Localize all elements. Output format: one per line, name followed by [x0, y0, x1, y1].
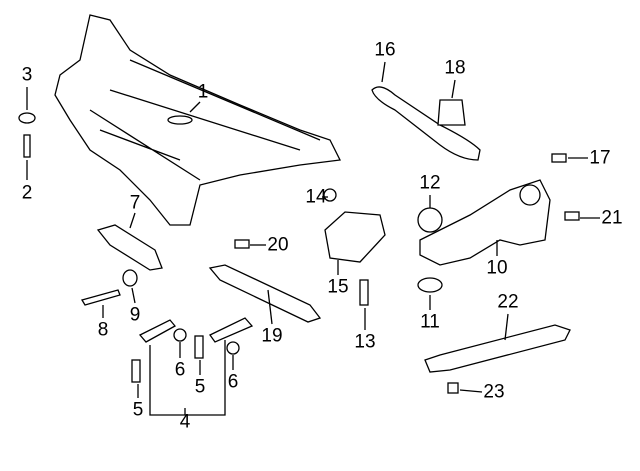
callout-13: 13 [354, 331, 376, 353]
callout-6a: 6 [174, 359, 186, 381]
leader-lines [26, 61, 600, 416]
seat-part [417, 277, 443, 293]
callout-15: 15 [327, 276, 349, 298]
bracket-right-part [209, 317, 254, 343]
callout-5b: 5 [194, 376, 206, 398]
bump-stop-part [437, 99, 466, 126]
callout-20: 20 [267, 234, 289, 256]
callout-11: 11 [420, 311, 440, 333]
callout-12: 12 [419, 172, 441, 194]
callout-7: 7 [129, 192, 141, 214]
crossmember-part [54, 14, 341, 226]
lower-link-part [208, 264, 322, 323]
callout-18: 18 [444, 57, 466, 79]
callout-1: 1 [197, 81, 209, 103]
knuckle-part [419, 179, 551, 266]
callout-23: 23 [483, 381, 505, 403]
callout-4: 4 [179, 411, 191, 433]
callout-6b: 6 [227, 371, 239, 393]
upper-link-part [96, 224, 163, 271]
bracket-left-part [138, 319, 177, 343]
callout-3: 3 [21, 64, 33, 86]
callout-2: 2 [21, 182, 33, 204]
callout-17: 17 [589, 147, 611, 169]
callout-16: 16 [374, 39, 396, 61]
callout-10: 10 [486, 257, 508, 279]
callout-14: 14 [305, 186, 327, 208]
bracket-part [324, 211, 386, 263]
callout-5a: 5 [132, 399, 144, 421]
insulator-part [417, 207, 443, 233]
fasteners [18, 112, 580, 394]
callout-9: 9 [129, 304, 141, 326]
callout-21: 21 [601, 207, 623, 229]
callout-8: 8 [97, 319, 109, 341]
callout-22: 22 [497, 291, 519, 313]
toe-link-part [424, 324, 571, 373]
callout-19: 19 [261, 325, 283, 347]
upper-arm-part [371, 86, 481, 161]
